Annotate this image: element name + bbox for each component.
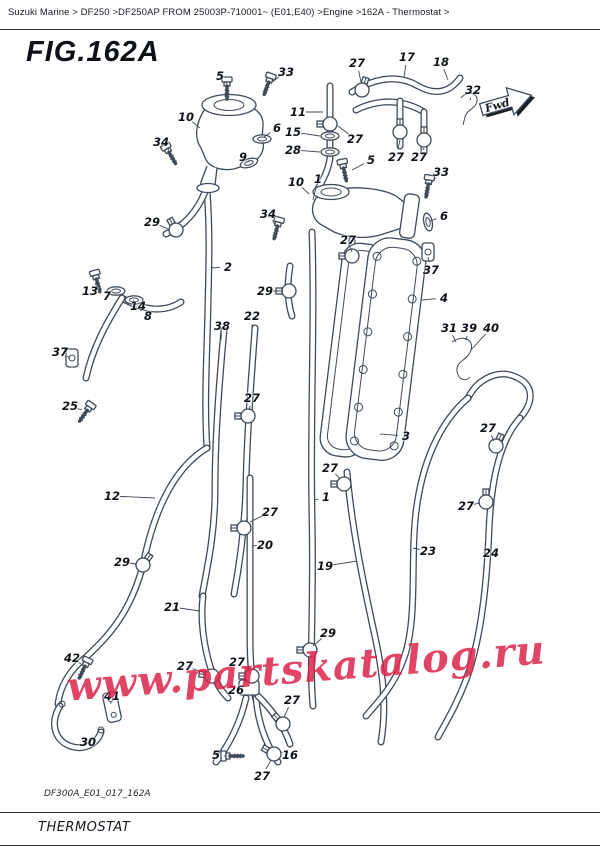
part-number-label: 1 [313,172,323,186]
part-number-label: 1 [321,490,331,504]
part-number-label: 8 [143,309,153,323]
part-number-label: 41 [103,689,121,703]
thermostat-housing-upper [196,93,264,194]
mount-plate [102,690,122,724]
part-number-label: 5 [366,153,376,167]
figure-title: FIG.162A [26,36,160,68]
footer-divider-top [0,812,600,813]
part-number-label: 32 [464,83,482,97]
part-number-label: 20 [256,538,274,552]
part-number-label: 25 [61,399,79,413]
part-number-label: 27 [176,659,194,673]
footer-divider-bottom [0,845,600,846]
part-number-label: 6 [439,209,449,223]
part-number-label: 37 [422,263,440,277]
part-number-label: 27 [457,499,475,513]
part-number-label: 14 [129,299,147,313]
part-number-label: 9 [238,150,248,164]
part-number-label: 19 [316,559,334,573]
part-number-label: 42 [63,651,81,665]
drawing-code: DF300A_E01_017_162A [44,789,151,799]
part-number-label: 27 [321,461,339,475]
part-number-label: 22 [243,309,261,323]
part-number-label: 30 [79,735,97,749]
breadcrumb[interactable]: Suzuki Marine > DF250 >DF250AP FROM 2500… [8,7,450,18]
part-number-label: 34 [152,135,170,149]
part-number-label: 17 [398,50,416,64]
part-number-label: 4 [439,291,449,305]
part-number-label: 12 [103,489,121,503]
part-number-label: 31 [440,321,458,335]
wire-clip [460,92,478,126]
part-number-label: 13 [81,284,99,298]
part-number-label: 2 [223,260,233,274]
part-number-label: 27 [339,233,357,247]
part-number-label: 27 [243,391,261,405]
part-number-label: 5 [211,748,221,762]
part-number-label: 6 [272,121,282,135]
fwd-arrow: Fwd [478,86,536,118]
part-number-label: 26 [227,683,245,697]
part-number-label: 10 [287,175,305,189]
part-number-label: 27 [479,421,497,435]
part-number-label: 7 [102,289,112,303]
part-number-label: 27 [348,56,366,70]
part-number-label: 29 [143,215,161,229]
part-number-label: 27 [387,150,405,164]
part-number-label: 40 [482,321,500,335]
part-number-label: 38 [213,319,231,333]
part-number-label: 18 [432,55,450,69]
part-number-label: 27 [346,132,364,146]
part-number-label: 27 [228,655,246,669]
figure-caption: THERMOSTAT [38,820,131,835]
part-number-label: 27 [283,693,301,707]
part-number-label: 29 [319,626,337,640]
part-number-label: 33 [277,65,295,79]
part-number-label: 3 [401,429,411,443]
part-number-label: 23 [419,544,437,558]
part-number-label: 27 [410,150,428,164]
fwd-arrow-body [478,86,533,117]
cylinder-head-cover [345,237,427,461]
bracket-inner [52,703,104,750]
part-number-label: 27 [261,505,279,519]
part-number-label: 5 [215,69,225,83]
header-divider [0,29,600,30]
part-number-label: 28 [284,143,302,157]
part-number-label: 29 [256,284,274,298]
part-number-label: 37 [51,345,69,359]
part-number-label: 10 [177,110,195,124]
part-number-label: 34 [259,207,277,221]
part-number-label: 16 [281,748,299,762]
part-number-label: 24 [482,546,500,560]
part-number-label: 15 [284,125,302,139]
part-number-label: 11 [289,105,307,119]
part-number-label: 39 [460,321,478,335]
part-number-label: 21 [163,600,181,614]
part-number-label: 29 [113,555,131,569]
part-number-label: 27 [253,769,271,783]
part-number-label: 33 [432,165,450,179]
